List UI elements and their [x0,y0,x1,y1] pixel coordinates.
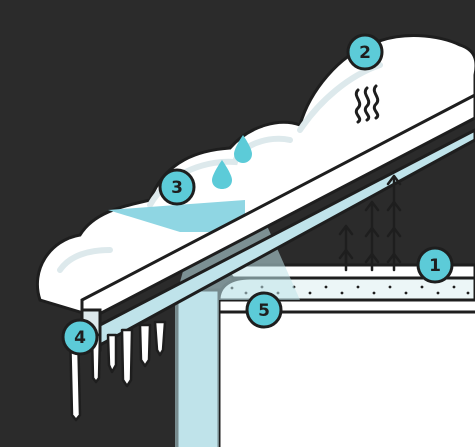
callout-3-label: 3 [171,178,183,198]
meltwater-pool [108,200,245,232]
heat-rising-arrows [338,174,402,272]
callout-5-label: 5 [258,301,270,321]
number-badge-icon [245,291,283,329]
callout-2: 2 [346,33,384,71]
water-drop-icon [212,160,232,189]
callout-4: 4 [61,318,99,356]
callout-1-label: 1 [429,256,441,276]
water-drops [212,135,252,189]
callout-4-label: 4 [74,328,86,348]
heat-rising-arrow-icon [364,252,380,264]
heat-rising-arrow-icon [386,200,402,212]
heat-rising-arrow-icon [386,252,402,264]
house-interior [175,288,475,447]
number-badge-icon [158,168,196,206]
number-badge-icon [61,318,99,356]
number-badge-icon [346,33,384,71]
heat-waves-icon [354,84,380,124]
callout-3: 3 [158,168,196,206]
callout-2-label: 2 [359,43,371,63]
number-badge-icon [416,246,454,284]
water-drop-icon [234,135,252,163]
heat-rising-arrow-icon [364,226,380,238]
callout-5: 5 [245,291,283,329]
heat-rising-arrow-icon [364,200,380,272]
callout-1: 1 [416,246,454,284]
heat-rising-arrow-icon [386,226,402,238]
heat-rising-arrow-icon [338,248,354,266]
